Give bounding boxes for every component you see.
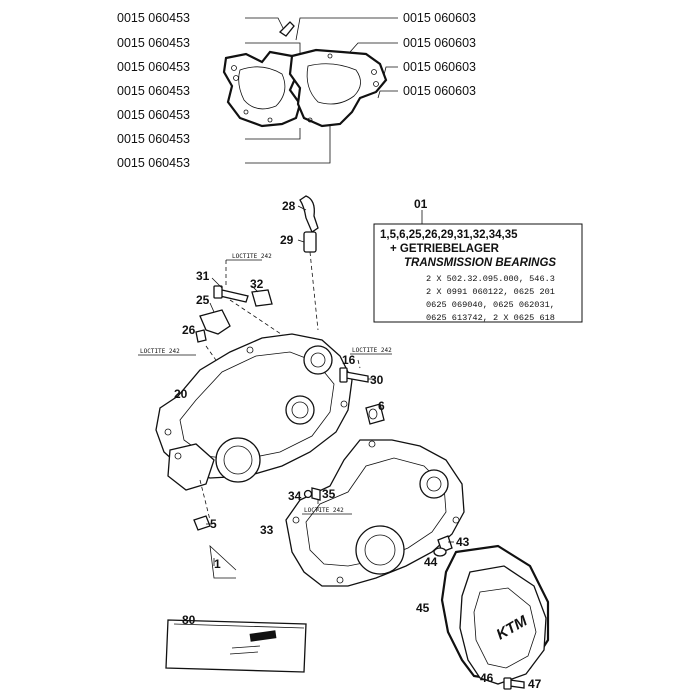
dowel <box>303 489 313 499</box>
loctite-note: LOCTITE 242 <box>304 507 344 514</box>
kit-ref-line: 0625 613742, 2 X 0625 618 <box>426 313 555 323</box>
part-number: 28 <box>282 199 296 213</box>
part-number: 33 <box>260 523 274 537</box>
screw <box>311 487 321 501</box>
left-crankcase-half <box>155 333 353 491</box>
kit-info-box <box>373 210 583 323</box>
crankcase-gasket-assembly <box>222 17 398 164</box>
kit-ref-line: 2 X 0991 060122, 0625 201 <box>426 287 555 297</box>
screw <box>195 329 207 343</box>
part-number: 47 <box>528 677 542 691</box>
part-number: 35 <box>322 487 336 501</box>
loctite-note: LOCTITE 242 <box>140 348 180 355</box>
bracket <box>199 309 231 335</box>
part-number: 16 <box>342 353 356 367</box>
clutch-cover <box>459 565 547 685</box>
part-number: 6 <box>378 399 385 413</box>
kit-ref-line: 2 X 502.32.095.000, 546.3 <box>426 274 555 284</box>
kit-ref-line: 0625 069040, 0625 062031, <box>426 300 555 310</box>
screw <box>509 679 525 689</box>
gasket-part-label: 0015 060453 <box>117 11 190 25</box>
part-number: 31 <box>196 269 210 283</box>
part-number: 34 <box>288 489 302 503</box>
part-number: 20 <box>174 387 188 401</box>
part-number: 45 <box>416 601 430 615</box>
breather-hose <box>299 195 319 233</box>
left-gasket <box>222 50 302 128</box>
part-number: 25 <box>196 293 210 307</box>
gasket-part-label: 0015 060453 <box>117 132 190 146</box>
part-number: 46 <box>480 671 494 685</box>
gasket-part-label: 0015 060453 <box>117 156 190 170</box>
gasket-part-label: 0015 060603 <box>403 36 476 50</box>
breather-fitting <box>303 231 317 253</box>
part-number: 1 <box>214 557 221 571</box>
bushing <box>365 403 385 425</box>
part-number: 32 <box>250 277 264 291</box>
loctite-note: LOCTITE 242 <box>352 347 392 354</box>
right-crankcase-half <box>285 439 465 587</box>
gasket-part-label: 0015 060603 <box>403 11 476 25</box>
right-gasket <box>288 48 388 128</box>
kit-subtitle-de: + GETRIEBELAGER <box>390 243 500 255</box>
bolt <box>219 289 249 303</box>
bearing <box>193 515 211 531</box>
kit-number: 01 <box>414 197 428 211</box>
part-number: 30 <box>370 373 384 387</box>
part-number: 5 <box>210 517 217 531</box>
part-number: 44 <box>424 555 438 569</box>
part-number: 29 <box>280 233 294 247</box>
gasket-part-label: 0015 060453 <box>117 108 190 122</box>
part-number: 80 <box>182 613 196 627</box>
gasket-part-label: 0015 060603 <box>403 60 476 74</box>
loctite-note: LOCTITE 242 <box>232 253 272 260</box>
gasket-part-label: 0015 060603 <box>403 84 476 98</box>
gasket-part-label: 0015 060453 <box>117 36 190 50</box>
sealing-washer <box>433 547 447 557</box>
gasket-part-label: 0015 060453 <box>117 60 190 74</box>
part-number: 26 <box>182 323 196 337</box>
kit-subtitle-en: TRANSMISSION BEARINGS <box>404 257 556 269</box>
kit-contents: 1,5,6,25,26,29,31,32,34,35 <box>380 229 518 241</box>
bushing <box>251 289 273 307</box>
gasket-part-label: 0015 060453 <box>117 84 190 98</box>
part-number: 43 <box>456 535 470 549</box>
